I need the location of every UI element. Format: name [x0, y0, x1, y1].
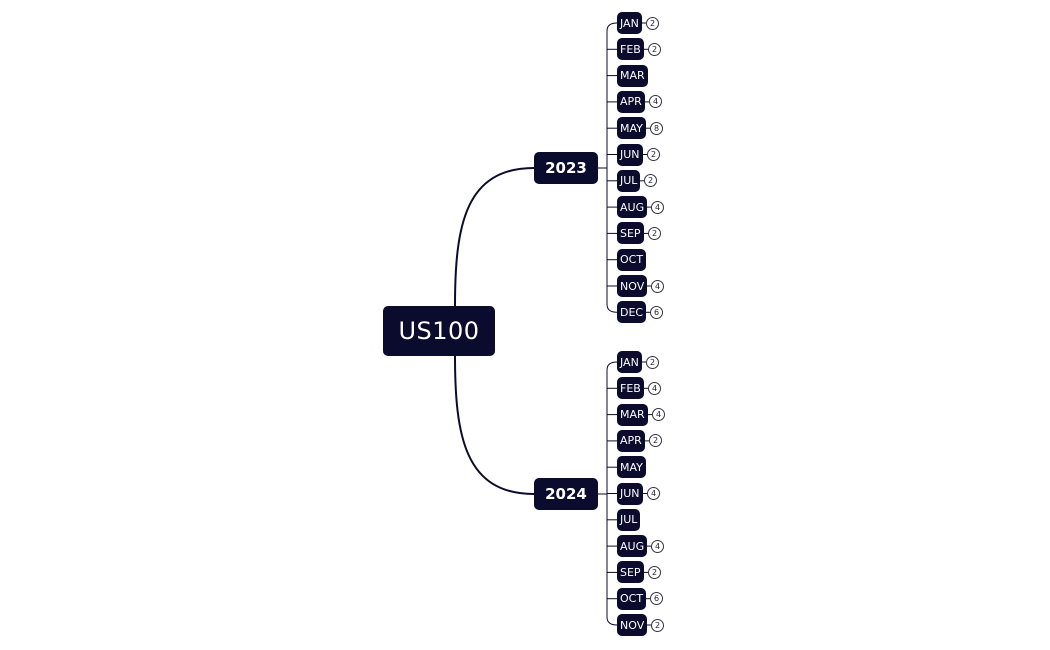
count-badge: 2 — [644, 174, 657, 188]
month-node-2023-jun[interactable]: JUN — [617, 143, 643, 166]
month-node-2024-aug[interactable]: AUG — [617, 535, 648, 558]
month-node-2023-nov[interactable]: NOV — [617, 275, 648, 297]
count-badge: 2 — [646, 355, 659, 369]
count-badge: 2 — [648, 565, 661, 579]
count-badge: 4 — [649, 95, 662, 109]
month-node-2024-jul[interactable]: JUL — [617, 508, 641, 531]
count-badge: 2 — [649, 434, 662, 448]
count-badge: 2 — [647, 148, 660, 161]
year-node-2024[interactable]: 2024 — [534, 478, 598, 510]
month-node-2024-apr[interactable]: APR — [617, 429, 645, 452]
month-node-2024-mar[interactable]: MAR — [617, 403, 648, 426]
count-badge: 2 — [651, 618, 664, 632]
month-node-2024-nov[interactable]: NOV — [617, 614, 648, 636]
link-root-to-2024 — [454, 355, 535, 495]
count-badge: 4 — [651, 539, 664, 553]
count-badge: 4 — [647, 487, 660, 500]
link-root-to-2023 — [454, 167, 535, 307]
month-node-2024-sep[interactable]: SEP — [617, 561, 644, 584]
month-node-2023-jul[interactable]: JUL — [617, 169, 641, 192]
count-badge: 4 — [648, 381, 661, 395]
year-node-2023[interactable]: 2023 — [534, 152, 598, 184]
month-node-2023-mar[interactable]: MAR — [617, 64, 648, 87]
month-node-2023-oct[interactable]: OCT — [617, 248, 647, 271]
count-badge: 2 — [646, 16, 659, 30]
count-badge: 8 — [650, 121, 663, 135]
month-node-2024-oct[interactable]: OCT — [617, 587, 647, 610]
month-node-2024-may[interactable]: MAY — [617, 456, 646, 479]
count-badge: 4 — [652, 408, 665, 422]
month-node-2024-jan[interactable]: JAN — [617, 351, 642, 373]
month-node-2023-dec[interactable]: DEC — [617, 301, 647, 324]
month-node-2023-may[interactable]: MAY — [617, 117, 646, 140]
month-node-2023-feb[interactable]: FEB — [617, 38, 644, 61]
count-badge: 6 — [650, 592, 663, 606]
month-node-2024-jun[interactable]: JUN — [617, 482, 643, 505]
count-badge: 2 — [648, 226, 661, 240]
month-node-2023-apr[interactable]: APR — [617, 90, 645, 113]
count-badge: 4 — [651, 279, 664, 293]
count-badge: 6 — [650, 305, 663, 319]
root-node[interactable]: US100 — [383, 306, 495, 356]
month-node-2023-sep[interactable]: SEP — [617, 222, 644, 245]
month-node-2024-feb[interactable]: FEB — [617, 377, 644, 400]
count-badge: 2 — [648, 42, 661, 56]
month-node-2023-aug[interactable]: AUG — [617, 196, 648, 219]
count-badge: 4 — [651, 200, 664, 214]
month-node-2023-jan[interactable]: JAN — [617, 12, 642, 34]
